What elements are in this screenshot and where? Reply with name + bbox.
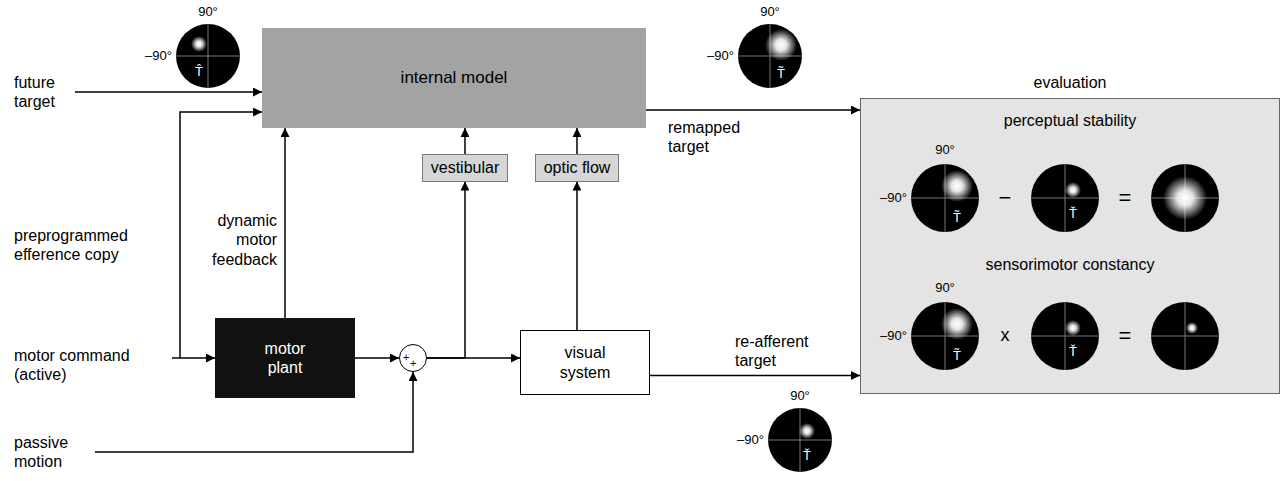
polar-plot	[1031, 164, 1099, 232]
target-blob	[1163, 176, 1207, 220]
plot-disc	[738, 24, 802, 88]
plot-disc	[911, 164, 979, 232]
axis-label: –90°	[145, 48, 172, 64]
signal-arrow	[650, 375, 860, 377]
box-label: visual system	[545, 343, 625, 381]
signal-arrow	[427, 182, 465, 358]
sensor-box: vestibular	[422, 154, 508, 181]
process-box: visual system	[520, 330, 650, 395]
signal-arrow	[646, 109, 860, 111]
plot-axis	[208, 24, 209, 88]
plot-disc	[1151, 164, 1219, 232]
plot-axis	[1185, 302, 1186, 370]
target-symbol: T̃	[953, 348, 961, 364]
input-label: passive motion	[14, 433, 84, 471]
model-box: internal model	[262, 28, 646, 128]
operator: −	[999, 185, 1012, 211]
axis-label: 90°	[760, 4, 780, 20]
target-blob	[941, 170, 973, 202]
plot-axis	[1065, 302, 1066, 370]
target-symbol: Ť	[1069, 344, 1077, 360]
target-symbol: T̃	[777, 66, 785, 82]
panel-fill	[860, 98, 1280, 394]
target-blob	[191, 36, 207, 52]
target-blob	[1186, 322, 1198, 334]
edge-label: remapped target	[668, 118, 748, 156]
input-arrow	[75, 91, 262, 93]
polar-plot	[1151, 302, 1219, 370]
plot-axis	[800, 408, 801, 472]
target-blob	[1065, 320, 1081, 336]
axis-label: 90°	[790, 388, 810, 404]
axis-label: 90°	[935, 142, 955, 158]
signal-arrow	[355, 357, 399, 359]
box-label: +	[403, 352, 409, 363]
box-label: +	[410, 358, 416, 369]
box-label: motor plant	[250, 339, 320, 377]
signal-arrow	[576, 182, 578, 330]
plot-disc	[768, 408, 832, 472]
input-label: preprogrammed efference copy	[14, 226, 174, 264]
axis-label: –90°	[880, 190, 907, 206]
plot-disc	[1031, 302, 1099, 370]
plot-axis	[945, 302, 946, 370]
polar-plot	[911, 164, 979, 232]
target-symbol: T̂	[195, 64, 203, 80]
box-label: perceptual stability	[861, 111, 1279, 130]
axis-label: –90°	[737, 432, 764, 448]
plant-box: motor plant	[215, 318, 355, 398]
polar-plot	[768, 408, 832, 472]
axis-label: 90°	[935, 280, 955, 296]
input-label: motor command (active)	[14, 346, 164, 384]
polar-plot	[911, 302, 979, 370]
target-symbol: Ť	[803, 448, 811, 464]
polar-plot	[176, 24, 240, 88]
plot-disc	[1151, 302, 1219, 370]
polar-plot	[738, 24, 802, 88]
plot-disc	[1031, 164, 1099, 232]
input-arrow	[172, 357, 215, 359]
box-label: vestibular	[431, 158, 499, 177]
edge-label: re-afferent target	[735, 332, 835, 370]
sensor-box: optic flow	[535, 154, 620, 181]
signal-arrow	[284, 128, 286, 318]
plot-disc	[911, 302, 979, 370]
box-label: optic flow	[544, 158, 611, 177]
sum-junction: ++	[399, 344, 427, 372]
axis-label: –90°	[880, 328, 907, 344]
operator: =	[1119, 323, 1132, 349]
operator: =	[1119, 185, 1132, 211]
operator: x	[1001, 325, 1010, 347]
target-symbol: Ť	[1069, 206, 1077, 222]
box-label: evaluation	[861, 73, 1279, 92]
signal-arrow	[464, 128, 466, 154]
target-blob	[1065, 182, 1081, 198]
axis-label: –90°	[707, 48, 734, 64]
signal-arrow	[576, 128, 578, 154]
box-label: internal model	[401, 68, 508, 88]
target-blob	[765, 29, 797, 61]
polar-plot	[1031, 302, 1099, 370]
box-label: sensorimotor constancy	[861, 255, 1279, 274]
edge-label: dynamic motor feedback	[185, 211, 277, 269]
plot-axis	[945, 164, 946, 232]
plot-disc	[176, 24, 240, 88]
target-blob	[941, 308, 973, 340]
target-blob	[799, 423, 815, 439]
polar-plot	[1151, 164, 1219, 232]
plot-axis	[1065, 164, 1066, 232]
input-label: future target	[14, 73, 74, 111]
axis-label: 90°	[198, 4, 218, 20]
target-symbol: T̃	[953, 210, 961, 226]
